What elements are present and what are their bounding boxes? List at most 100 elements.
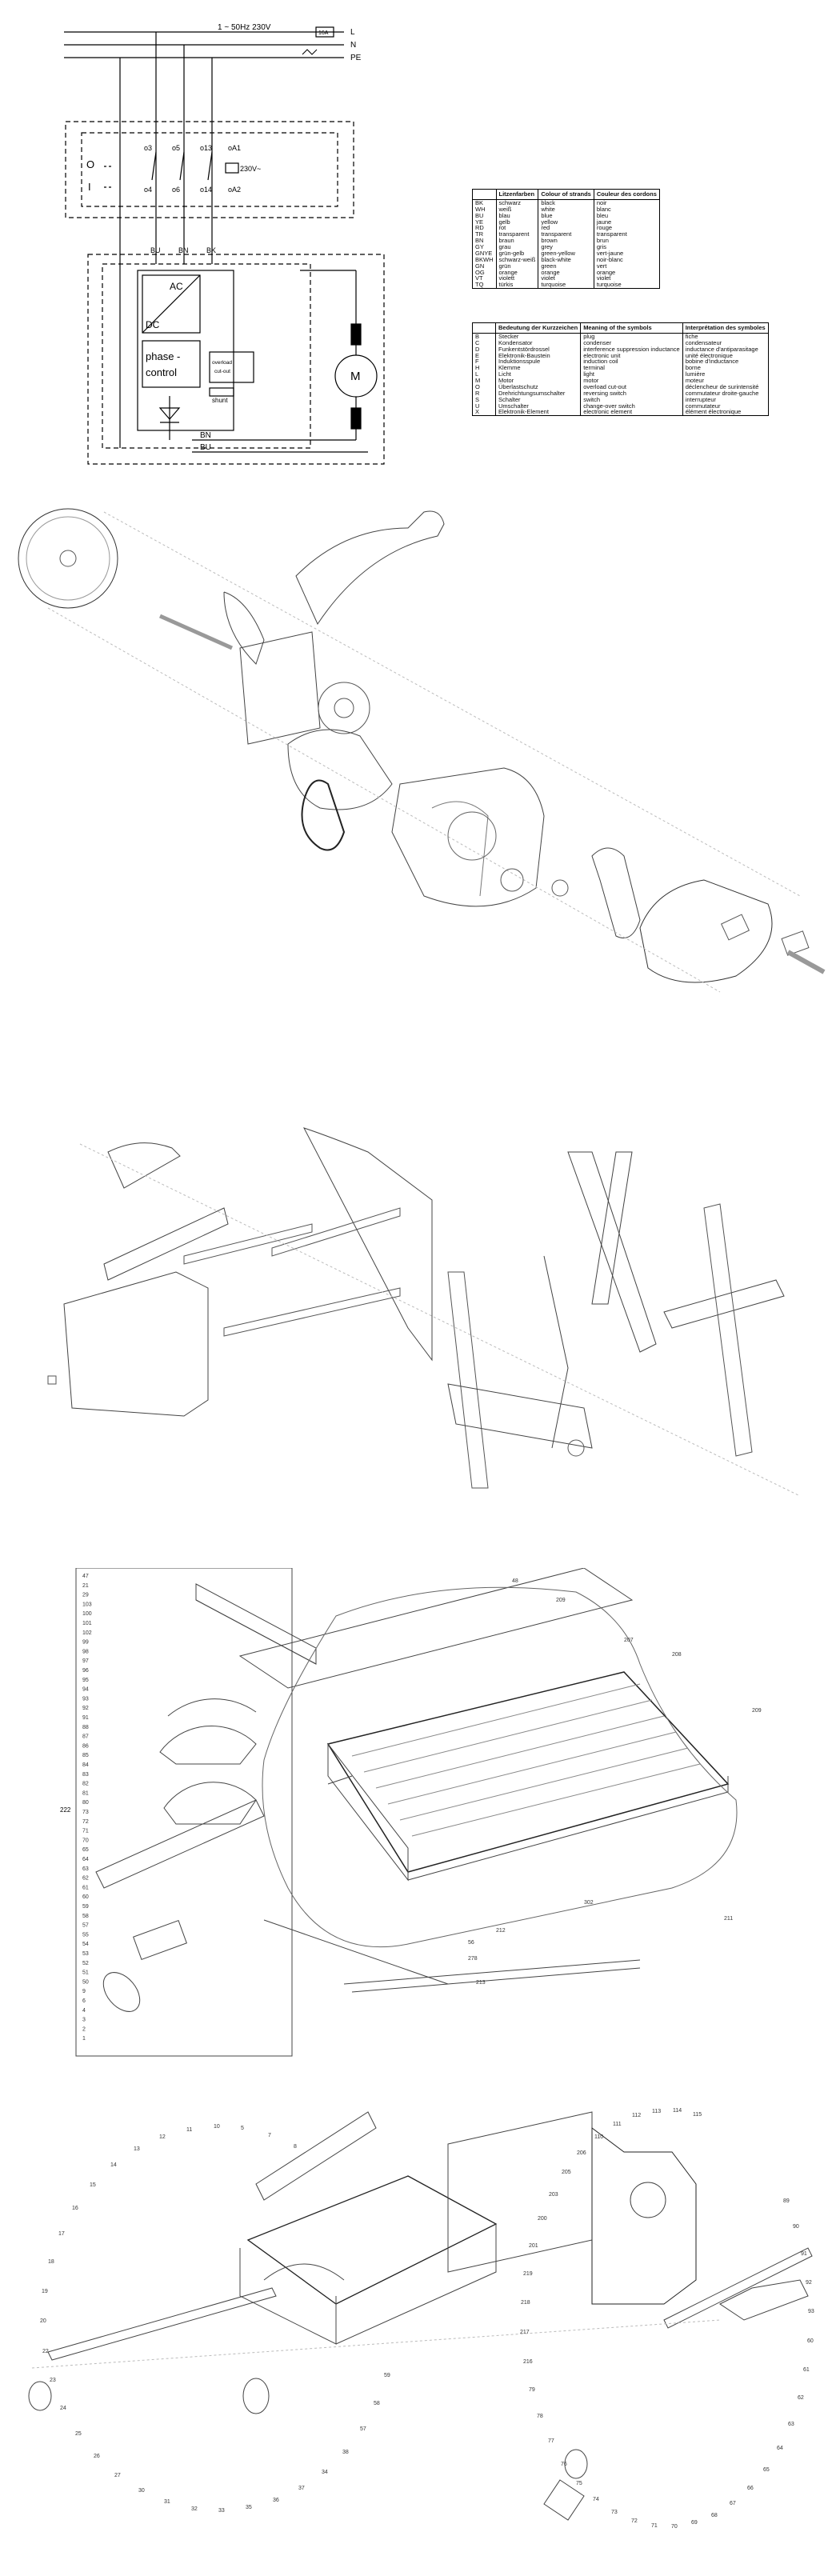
- part-callout: 91: [82, 1715, 89, 1721]
- fuse-label: 16A: [318, 30, 329, 36]
- symbol-table-cell: Induktionsspule: [494, 358, 581, 366]
- part-callout: 8: [294, 2144, 297, 2150]
- part-callout: 115: [693, 2112, 702, 2118]
- part-callout: 92: [82, 1706, 89, 1711]
- symbol-table-cell: L: [475, 370, 479, 378]
- part-callout: 81: [82, 1790, 89, 1796]
- symbol-table-header-2: Meaning of the symbols: [580, 322, 683, 334]
- part-callout: 24: [60, 2406, 66, 2411]
- part-callout: 67: [730, 2501, 736, 2506]
- part-callout: 111: [613, 2122, 622, 2127]
- part-callout: 57: [82, 1923, 89, 1929]
- part-callout: 15: [90, 2182, 96, 2188]
- part-callout: 218: [521, 2300, 530, 2306]
- wiring-diagram: 1 ~ 50Hz 230V 16A L N PE O I o3 o5 o13 o…: [64, 23, 385, 465]
- colour-table-cell: TQ: [475, 281, 484, 289]
- colour-table-cell: VT: [475, 274, 483, 282]
- part-callout: 51: [82, 1970, 89, 1976]
- wire-bu: BU: [150, 246, 161, 254]
- part-callout: 88: [82, 1725, 89, 1730]
- part-callout: 3: [82, 2018, 86, 2023]
- part-callout: 63: [82, 1866, 89, 1872]
- part-callout: 54: [82, 1942, 89, 1947]
- symbol-table-cell: induction coil: [580, 358, 683, 366]
- part-callout: 12: [159, 2134, 166, 2140]
- colour-table-cell: violet: [593, 275, 660, 282]
- part-callout: 9: [82, 1989, 86, 1994]
- symbol-table-cell: motor: [580, 378, 683, 384]
- colour-table-header-3: Couleur des cordons: [593, 189, 660, 200]
- symbol-table-cell: terminal: [580, 365, 683, 372]
- part-callout: 20: [40, 2318, 46, 2324]
- part-callout: 79: [529, 2387, 535, 2393]
- part-callout: 73: [82, 1810, 89, 1815]
- symbol-table-cell: light: [580, 371, 683, 378]
- part-callout: 71: [651, 2523, 658, 2529]
- symbol-table-cell: M: [475, 377, 481, 384]
- colour-table-cell: RD: [475, 224, 484, 232]
- colour-table-cell: vert-jaune: [593, 250, 660, 257]
- part-callout: 62: [82, 1876, 89, 1882]
- part-callout: 47: [82, 1574, 89, 1579]
- part-callout: 85: [82, 1753, 89, 1758]
- colour-table-cell: BN: [475, 237, 484, 245]
- part-callout: 99: [82, 1640, 89, 1646]
- part-callout: 59: [82, 1904, 89, 1910]
- part-callout: 27: [114, 2473, 121, 2478]
- part-callout: 64: [777, 2446, 783, 2451]
- symbol-table-cell: Überlastschutz: [494, 383, 581, 390]
- symbol-table-cell: F: [475, 358, 479, 366]
- part-callout: 11: [186, 2127, 192, 2133]
- phase-control-2: control: [146, 366, 177, 378]
- part-callout: 52: [82, 1961, 89, 1966]
- colour-table-cell: noir: [593, 199, 660, 206]
- part-callout: 62: [798, 2395, 804, 2401]
- part-callout: 58: [82, 1914, 89, 1919]
- symbol-table-cell: H: [475, 364, 480, 372]
- part-callout: 216: [523, 2359, 533, 2365]
- symbol-table-cell: bobine d'inductance: [682, 358, 769, 366]
- colour-table-cell: weiß: [495, 206, 538, 213]
- colour-table-cell: turquoise: [538, 282, 594, 289]
- symbol-table-header-0: [472, 322, 496, 334]
- part-callout: 96: [82, 1668, 89, 1674]
- part-callout: 100: [82, 1611, 92, 1617]
- symbol-table-cell: Licht: [494, 371, 581, 378]
- colour-table-cell: turquoise: [593, 282, 660, 289]
- symbol-table-cell: interference suppression inductance: [580, 346, 683, 353]
- colour-table-cell: WH: [475, 205, 486, 213]
- part-callout: 60: [82, 1894, 89, 1900]
- part-callout: 68: [711, 2513, 718, 2518]
- wire-bn: BN: [178, 246, 189, 254]
- colour-table-cell: black-white: [538, 256, 594, 263]
- part-callout: 203: [549, 2192, 558, 2198]
- motor-housing: [391, 767, 545, 907]
- colour-table-cell: schwarz: [495, 199, 538, 206]
- colour-table-cell: orange: [538, 269, 594, 276]
- symbol-table-cell: Schalter: [494, 396, 581, 403]
- part-callout: 34: [322, 2470, 328, 2475]
- term-6: o6: [172, 186, 180, 194]
- part-callout: 95: [82, 1678, 89, 1683]
- part-callout: 114: [673, 2108, 682, 2114]
- part-callout: 219: [523, 2271, 533, 2277]
- stand-exploded-view: [47, 1127, 801, 1497]
- colour-table-cell: rouge: [593, 225, 660, 232]
- colour-table-cell: BKWH: [475, 255, 494, 263]
- part-callout: 92: [806, 2280, 812, 2286]
- part-callout: 206: [577, 2150, 586, 2156]
- part-callout: 113: [652, 2109, 661, 2114]
- part-callout: 91: [801, 2251, 807, 2257]
- colour-table-cell: türkis: [495, 282, 538, 289]
- part-callout: 72: [82, 1819, 89, 1825]
- symbol-table-cell: condensateur: [682, 339, 769, 346]
- symbol-table-cell: moteur: [682, 378, 769, 384]
- colour-table-cell: gelb: [495, 218, 538, 226]
